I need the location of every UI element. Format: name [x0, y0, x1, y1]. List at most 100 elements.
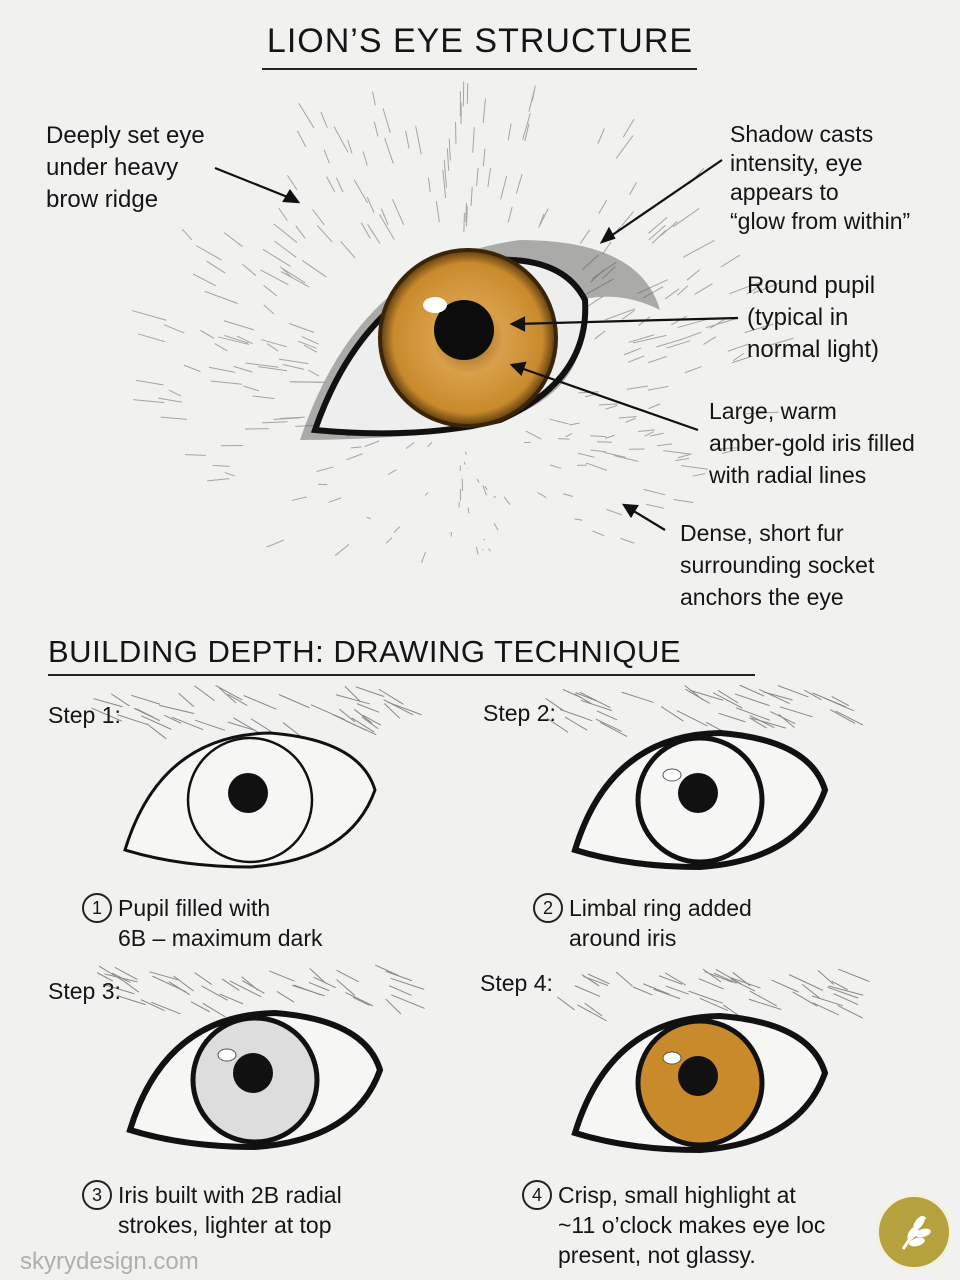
fur-stroke — [734, 693, 770, 707]
fur-stroke — [336, 969, 359, 983]
fur-stroke — [286, 174, 298, 191]
fur-stroke — [748, 998, 782, 1010]
fur-stroke — [648, 403, 661, 410]
fur-stroke — [218, 336, 250, 345]
fur-stroke — [717, 689, 739, 704]
fur-stroke — [204, 290, 238, 304]
fur-stroke — [621, 309, 636, 320]
fur-stroke — [771, 979, 799, 993]
fur-stroke — [242, 263, 257, 276]
fur-stroke — [487, 167, 492, 188]
fur-stroke — [767, 337, 794, 347]
fur-stroke — [332, 714, 367, 731]
fur-stroke — [446, 148, 450, 171]
step-2-eye — [545, 684, 864, 871]
fur-stroke — [385, 998, 402, 1015]
fur-stroke — [466, 83, 469, 104]
fur-stroke — [709, 319, 725, 329]
fur-stroke — [702, 968, 722, 983]
fur-stroke — [338, 708, 356, 723]
fur-stroke — [563, 493, 573, 498]
step-number-badge: 2 — [533, 893, 563, 923]
fur-stroke — [140, 999, 165, 1012]
fur-stroke — [831, 980, 848, 991]
fur-stroke — [705, 318, 737, 329]
fur-stroke — [192, 273, 216, 287]
fur-stroke — [746, 411, 779, 415]
fur-stroke — [681, 465, 709, 470]
fur-stroke — [663, 450, 692, 455]
fur-stroke — [178, 692, 195, 708]
fur-stroke — [623, 347, 642, 356]
fur-stroke — [602, 266, 616, 279]
fur-stroke — [242, 385, 260, 392]
fur-stroke — [665, 985, 689, 995]
fur-stroke — [91, 707, 123, 722]
fur-stroke — [715, 447, 738, 450]
fur-stroke — [585, 295, 604, 309]
fur-stroke — [647, 355, 667, 364]
fur-stroke — [346, 453, 363, 461]
main-eye-illustration — [132, 81, 794, 563]
annotation-brow: Deeply set eye under heavy brow ridge — [46, 122, 205, 213]
fur-stroke — [677, 454, 690, 459]
fur-stroke — [649, 432, 664, 437]
fur-stroke — [353, 708, 373, 724]
fur-stroke — [718, 712, 746, 723]
fur-stroke — [464, 461, 466, 465]
fur-stroke — [603, 451, 626, 458]
fur-stroke — [629, 182, 637, 196]
fur-stroke — [564, 716, 588, 731]
fur-stroke — [467, 507, 470, 514]
fur-stroke — [282, 268, 306, 284]
fur-stroke — [273, 417, 300, 420]
fur-stroke — [500, 175, 508, 200]
fur-stroke — [565, 432, 573, 438]
fur-stroke — [660, 221, 678, 237]
fur-stroke — [646, 503, 665, 509]
fur-stroke — [493, 522, 499, 531]
fur-stroke — [721, 449, 737, 454]
fur-stroke — [715, 969, 742, 985]
fur-stroke — [224, 471, 235, 477]
fur-stroke — [648, 216, 668, 234]
annotation-iris: Large, warm amber-gold iris filled with … — [709, 398, 915, 488]
caption-text: Pupil filled with 6B – maximum dark — [118, 895, 323, 951]
fur-stroke — [531, 85, 536, 102]
fur-stroke — [581, 974, 600, 987]
fur-stroke — [391, 994, 425, 1009]
fur-stroke — [194, 972, 213, 985]
step-1-eye — [91, 685, 422, 869]
fur-stroke — [233, 365, 253, 373]
fur-stroke — [393, 526, 401, 533]
fur-stroke — [788, 974, 824, 991]
fur-stroke — [615, 135, 634, 159]
caption-text: Limbal ring added around iris — [569, 895, 752, 951]
fur-stroke — [749, 990, 778, 1007]
fur-stroke — [577, 1004, 607, 1022]
fur-stroke — [137, 333, 165, 343]
fur-stroke — [838, 968, 870, 982]
fur-stroke — [549, 464, 562, 469]
fur-stroke — [227, 693, 248, 707]
fur-stroke — [282, 364, 305, 370]
fur-stroke — [812, 1002, 839, 1016]
fur-stroke — [117, 714, 148, 725]
fur-stroke — [218, 687, 237, 704]
fur-stroke — [352, 996, 370, 1006]
fur-stroke — [297, 340, 318, 349]
fur-stroke — [405, 442, 415, 450]
fur-stroke — [335, 177, 344, 193]
fur-stroke — [605, 404, 618, 410]
fur-stroke — [206, 260, 226, 274]
fur-stroke — [291, 496, 307, 501]
caption-text: Iris built with 2B radial strokes, light… — [118, 1182, 342, 1238]
fur-stroke — [250, 718, 272, 732]
fur-stroke — [598, 403, 618, 406]
fur-stroke — [260, 269, 289, 286]
fur-stroke — [171, 716, 204, 731]
fur-stroke — [545, 698, 565, 712]
annotation-fur: Dense, short fur surrounding socket anch… — [680, 520, 875, 610]
fur-stroke — [135, 379, 164, 386]
fur-stroke — [778, 714, 795, 728]
